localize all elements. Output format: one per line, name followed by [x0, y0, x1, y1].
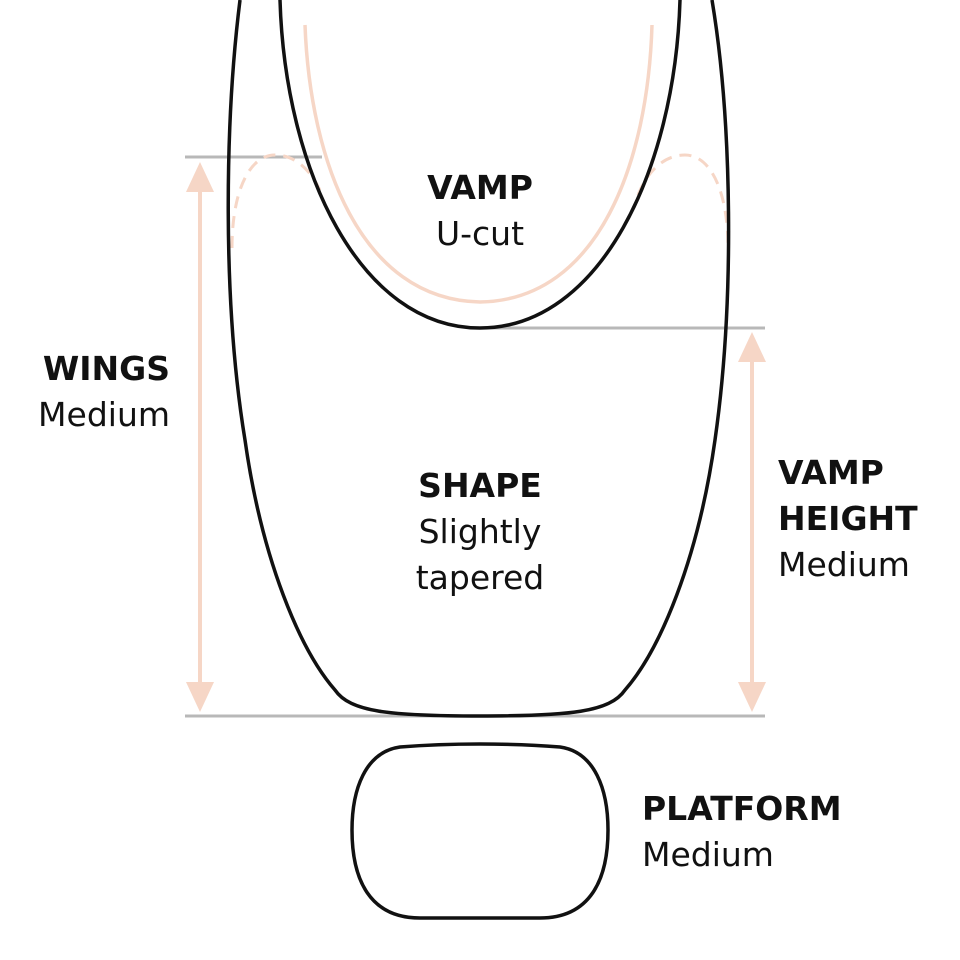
vamp-lining: [303, 24, 654, 304]
platform-shape: [350, 742, 610, 920]
shape-value-line1: Slightly: [418, 512, 542, 551]
vamp-height-value: Medium: [778, 545, 910, 584]
wings-title: WINGS: [42, 349, 170, 388]
vamp-height-label: VAMP HEIGHT Medium: [778, 450, 958, 588]
vamp-height-arrow: [738, 332, 766, 712]
shape-title: SHAPE: [418, 466, 542, 505]
platform-label: PLATFORM Medium: [642, 786, 902, 878]
shoe-outline: [226, 0, 731, 718]
wings-arrow: [186, 162, 214, 712]
vamp-value: U-cut: [435, 214, 525, 253]
vamp-height-title-line1: VAMP: [778, 453, 884, 492]
vamp-opening: [278, 0, 682, 330]
vamp-title: VAMP: [427, 168, 533, 207]
right-wing-dashed: [636, 153, 730, 249]
wings-label: WINGS Medium: [0, 346, 170, 438]
wings-value: Medium: [38, 395, 170, 434]
shape-label: SHAPE Slightly tapered: [370, 463, 590, 601]
left-wing-dashed: [230, 153, 324, 249]
platform-title: PLATFORM: [642, 789, 842, 828]
shape-value-line2: tapered: [415, 558, 545, 597]
platform-value: Medium: [642, 835, 774, 874]
vamp-label: VAMP U-cut: [380, 165, 580, 257]
vamp-height-title-line2: HEIGHT: [778, 499, 918, 538]
